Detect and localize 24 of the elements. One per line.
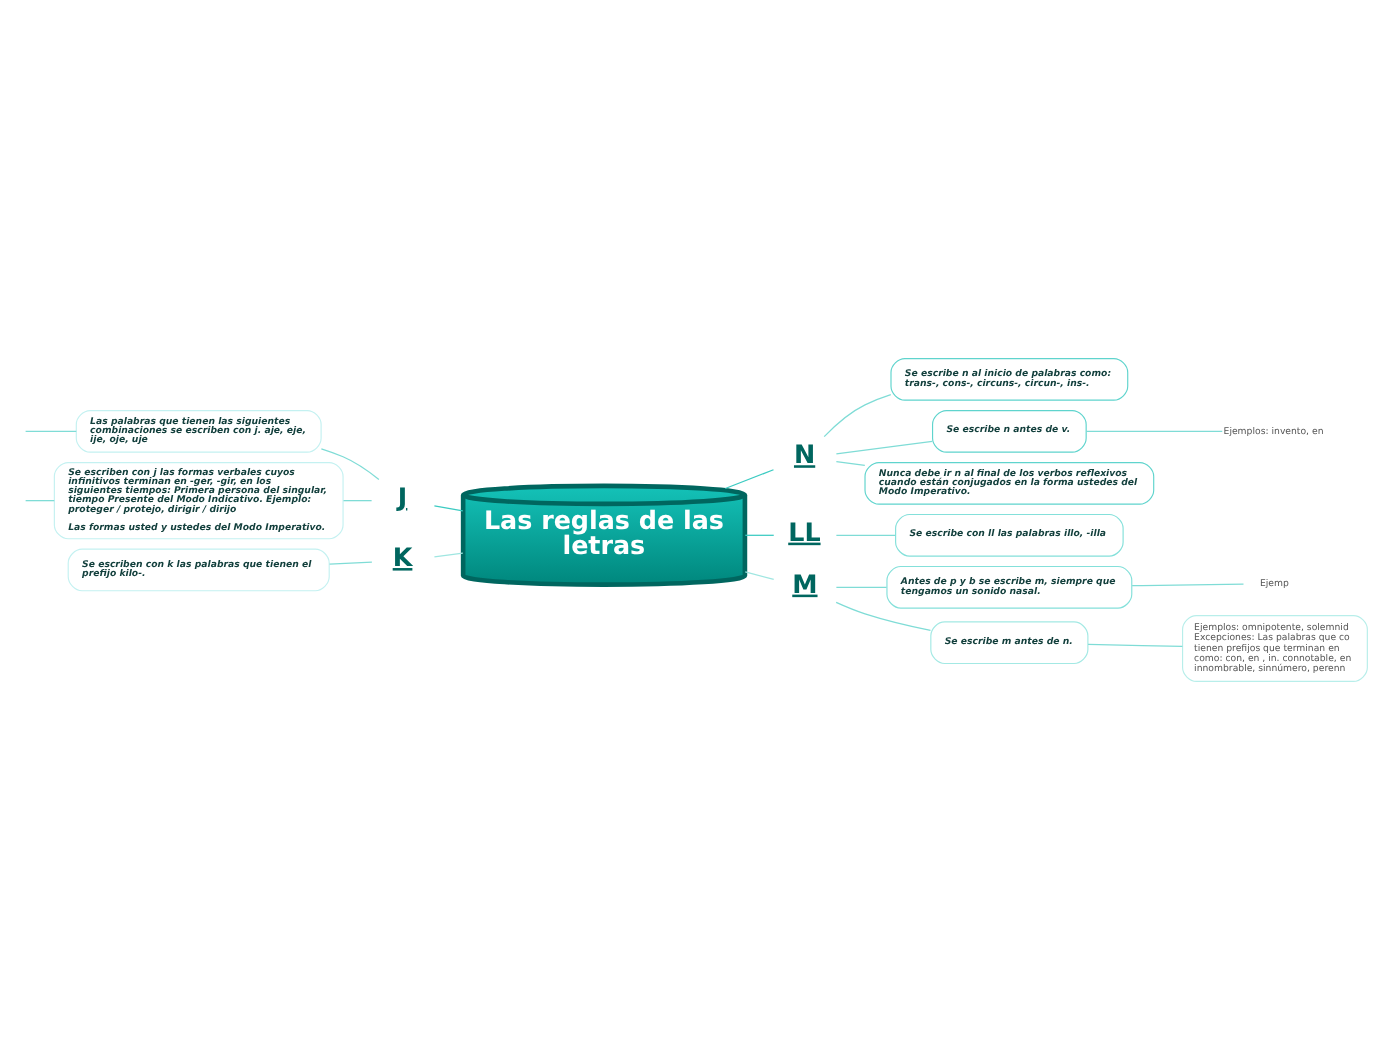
connector	[433, 552, 464, 558]
connector	[724, 469, 775, 490]
connector	[744, 534, 775, 536]
connector	[328, 561, 373, 565]
connector	[835, 440, 933, 455]
connector	[835, 601, 932, 631]
node-text: J	[397, 481, 408, 512]
node-text: K	[392, 542, 413, 573]
node-text: N	[793, 439, 816, 470]
connector	[342, 500, 373, 502]
connector	[433, 505, 464, 512]
connector	[24, 430, 77, 432]
connector	[320, 448, 380, 481]
connector	[835, 586, 888, 588]
node-text: LL	[788, 516, 821, 547]
node-text: M	[792, 568, 818, 599]
connector	[24, 500, 55, 502]
connector	[1087, 643, 1184, 648]
connector	[1085, 430, 1223, 432]
connector	[823, 393, 892, 438]
connector	[744, 571, 775, 581]
connector	[835, 461, 866, 466]
connector	[1131, 583, 1245, 587]
connector	[835, 534, 897, 536]
